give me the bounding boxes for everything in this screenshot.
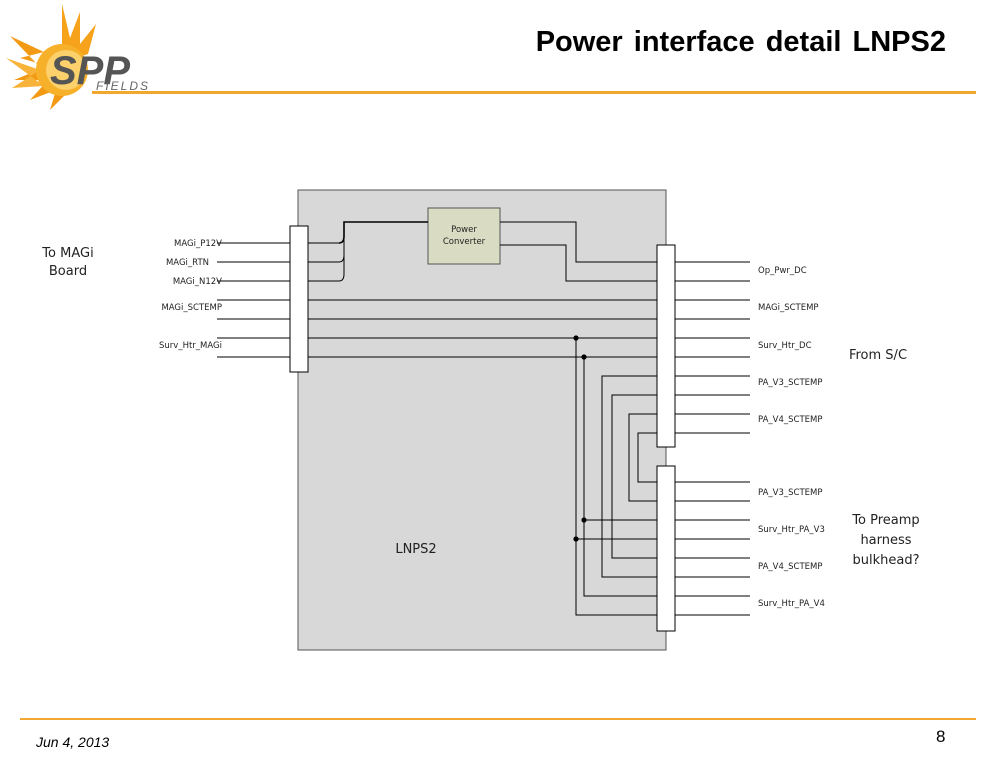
group-label-preamp: harness — [860, 533, 911, 548]
footer-date: Jun 4, 2013 — [36, 734, 110, 750]
wiring — [217, 221, 750, 616]
spp-fields-logo: SPP FIELDS — [6, 4, 150, 110]
signal-label-right: PA_V3_SCTEMP — [758, 378, 822, 388]
page-number: 8 — [936, 727, 946, 746]
group-label-preamp: To Preamp — [851, 513, 919, 528]
signal-label-left: MAGi_RTN — [166, 258, 209, 268]
signal-label-right: MAGi_SCTEMP — [758, 303, 819, 313]
connector-right-upper — [656, 244, 676, 448]
logo-text-main: SPP — [50, 49, 130, 93]
group-label-magi: Board — [49, 264, 87, 279]
signal-label-right: PA_V4_SCTEMP — [758, 562, 822, 572]
power-converter-box — [427, 207, 501, 265]
signal-label-right: Surv_Htr_PA_V3 — [758, 525, 825, 535]
signal-label-left: MAGi_N12V — [173, 277, 222, 287]
logo-text-sub: FIELDS — [96, 79, 150, 93]
signal-label-right: Op_Pwr_DC — [758, 266, 807, 276]
group-label-magi: To MAGi — [41, 246, 93, 261]
group-label-preamp: bulkhead? — [853, 553, 920, 568]
converter-label-line2: Converter — [443, 237, 486, 247]
junction-dots — [573, 335, 587, 542]
sun-icon — [6, 4, 96, 110]
connector-left — [289, 225, 309, 373]
slide-title: Power interface detail LNPS2 — [535, 26, 946, 58]
signal-label-right: Surv_Htr_PA_V4 — [758, 599, 825, 609]
signal-label-left: MAGi_SCTEMP — [161, 303, 222, 313]
signal-label-left: MAGi_P12V — [174, 239, 222, 249]
group-label-from-sc: From S/C — [849, 348, 907, 363]
module-label: LNPS2 — [395, 542, 436, 557]
signal-label-right: PA_V3_SCTEMP — [758, 488, 822, 498]
lnps2-module-box — [297, 189, 667, 651]
signal-label-left: Surv_Htr_MAGi — [159, 341, 222, 351]
signal-label-right: PA_V4_SCTEMP — [758, 415, 822, 425]
title-divider — [92, 91, 976, 94]
signal-label-right: Surv_Htr_DC — [758, 341, 812, 351]
connector-right-lower — [656, 465, 676, 632]
footer-divider — [20, 718, 976, 720]
converter-label-line1: Power — [451, 225, 477, 235]
